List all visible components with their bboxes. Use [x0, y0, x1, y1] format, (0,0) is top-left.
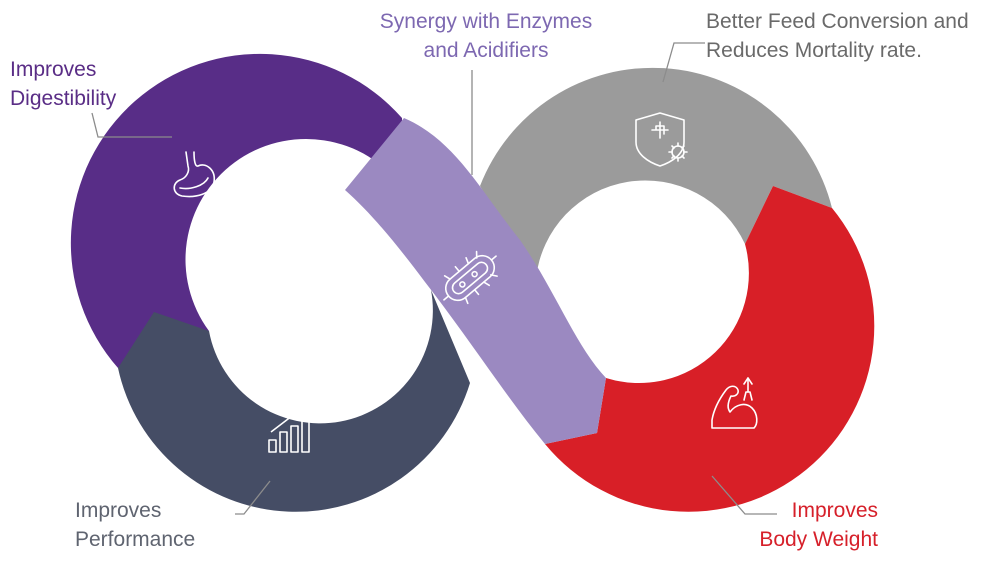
connector-feed-conversion — [662, 42, 705, 83]
label-improves-performance-line2: Performance — [75, 528, 196, 551]
connector-body-weight — [711, 475, 777, 515]
flexed-bicep-arrow-icon — [711, 377, 758, 429]
label-feed-conversion-line2: Reduces Mortality rate. — [706, 39, 922, 62]
label-feed-conversion-line1: Better Feed Conversion and — [706, 10, 969, 33]
label-feed-conversion: Better Feed Conversion and Reduces Morta… — [706, 7, 969, 65]
label-improves-body-weight: Improves Body Weight — [752, 496, 878, 554]
bar-chart-growth-icon — [268, 406, 310, 453]
stomach-icon — [173, 151, 216, 198]
label-improves-digestibility-line1: Improves — [10, 58, 97, 81]
bacteria-icon — [443, 250, 498, 305]
label-improves-body-weight-line2: Body Weight — [759, 528, 878, 551]
label-improves-body-weight-line1: Improves — [791, 499, 878, 522]
connector-performance — [235, 480, 271, 515]
segment-body-weight — [545, 186, 875, 512]
connector-lines — [91, 42, 777, 515]
label-improves-performance: Improves Performance — [75, 496, 195, 554]
label-improves-performance-line1: Improves — [75, 499, 162, 522]
label-synergy-line1: Synergy with Enzymes — [379, 10, 593, 33]
label-synergy: Synergy with Enzymes and Acidifiers — [372, 7, 600, 65]
connector-digestibility — [91, 112, 172, 138]
segment-performance — [118, 290, 470, 512]
shield-plus-virus-icon — [635, 112, 688, 167]
segment-digestibility — [70, 53, 403, 368]
segment-feed-conversion — [480, 67, 832, 278]
label-improves-digestibility: Improves Digestibility — [10, 55, 116, 113]
label-synergy-line2: and Acidifiers — [423, 39, 549, 62]
label-improves-digestibility-line2: Digestibility — [10, 87, 117, 110]
